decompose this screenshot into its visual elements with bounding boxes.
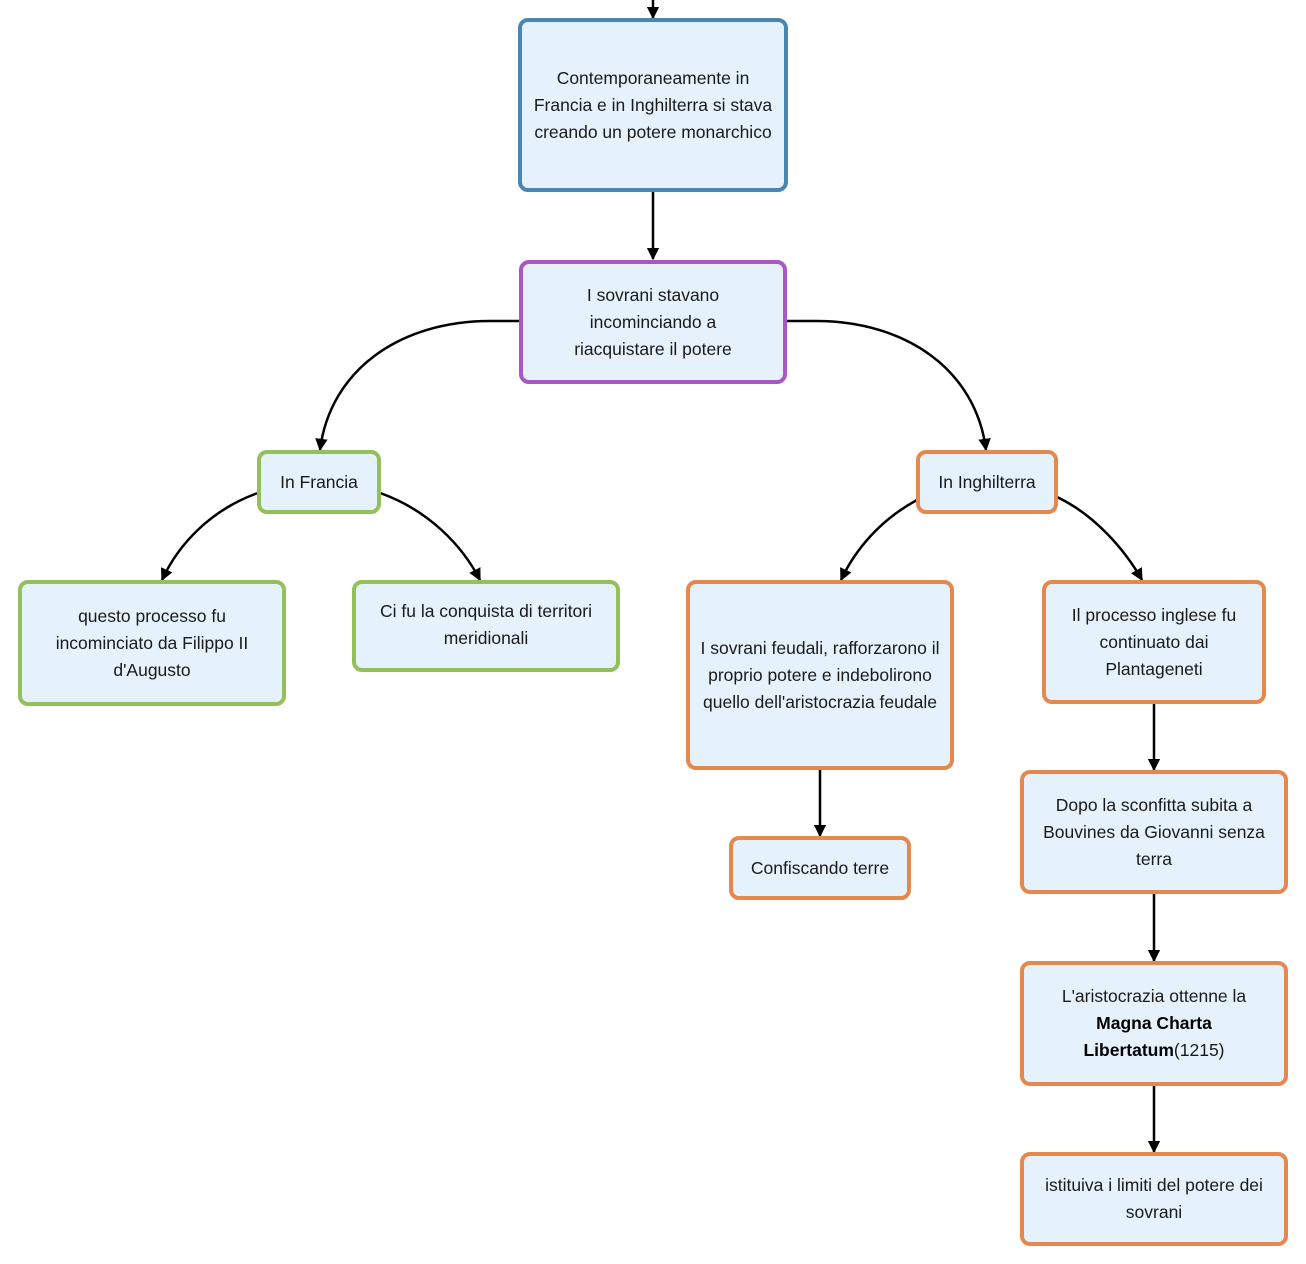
france-node[interactable]: In Francia — [257, 450, 381, 514]
arrow-sovereigns-to-england — [787, 319, 991, 452]
magna-node[interactable]: L'aristocrazia ottenne la Magna Charta L… — [1020, 961, 1288, 1086]
confiscando-node[interactable]: Confiscando terre — [729, 836, 911, 900]
filippo-node-text: questo processo fu incominciato da Filip… — [55, 605, 249, 680]
england-node[interactable]: In Inghilterra — [916, 450, 1058, 514]
magna-node-text: L'aristocrazia ottenne la Magna Charta L… — [1030, 983, 1278, 1064]
root-node-text: Contemporaneamente in Francia e in Inghi… — [533, 67, 773, 142]
magna-prefix-text: L'aristocrazia ottenne la — [1061, 986, 1247, 1006]
limiti-node-text: istituiva i limiti del potere dei sovran… — [1045, 1175, 1263, 1222]
arrow-england-to-plantageneti — [1056, 495, 1144, 582]
feudali-node-text: I sovrani feudali, rafforzarono il propr… — [700, 637, 940, 712]
sovereigns-node[interactable]: I sovrani stavano incominciando a riacqu… — [519, 260, 787, 384]
magna-charta-title: Magna Charta Libertatum — [1083, 1013, 1212, 1060]
england-node-text: In Inghilterra — [938, 471, 1036, 492]
arrow-sovereigns-to-france — [315, 319, 519, 452]
root-node[interactable]: Contemporaneamente in Francia e in Inghi… — [518, 18, 788, 192]
arrow-france-to-conquista — [379, 491, 482, 582]
bouvines-node[interactable]: Dopo la sconfitta subita a Bouvines da G… — [1020, 770, 1288, 894]
bouvines-node-text: Dopo la sconfitta subita a Bouvines da G… — [1043, 794, 1265, 869]
filippo-node[interactable]: questo processo fu incominciato da Filip… — [18, 580, 286, 706]
sovereigns-node-text: I sovrani stavano incominciando a riacqu… — [574, 284, 732, 359]
limiti-node[interactable]: istituiva i limiti del potere dei sovran… — [1020, 1152, 1288, 1246]
arrow-england-to-feudali — [839, 498, 918, 582]
plantageneti-node[interactable]: Il processo inglese fu continuato dai Pl… — [1042, 580, 1266, 704]
arrow-france-to-filippo — [160, 491, 259, 582]
france-node-text: In Francia — [280, 471, 358, 492]
conquista-node[interactable]: Ci fu la conquista di territori meridion… — [352, 580, 620, 672]
plantageneti-node-text: Il processo inglese fu continuato dai Pl… — [1071, 604, 1237, 679]
conquista-node-text: Ci fu la conquista di territori meridion… — [379, 601, 593, 648]
feudali-node[interactable]: I sovrani feudali, rafforzarono il propr… — [686, 580, 954, 770]
confiscando-node-text: Confiscando terre — [750, 857, 890, 878]
magna-year-text: (1215) — [1173, 1040, 1225, 1060]
